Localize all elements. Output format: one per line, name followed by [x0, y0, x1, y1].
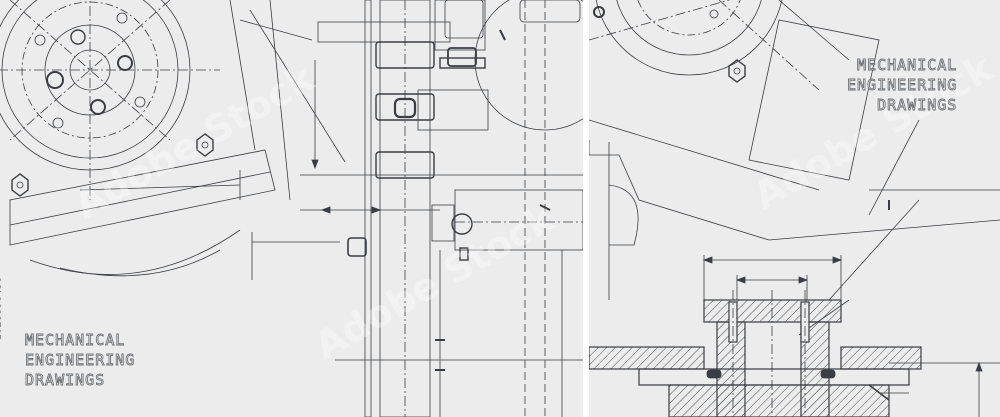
- flange-arc-view: [589, 0, 920, 216]
- caption-line-3: DRAWINGS: [25, 371, 106, 390]
- dimension-lines: [702, 199, 1000, 417]
- caption-line-3: DRAWINGS: [877, 96, 958, 115]
- right-drawing-panel: Adobe Stock: [589, 0, 1000, 417]
- caption-line-1: MECHANICAL: [25, 331, 126, 350]
- caption-line-2: ENGINEERING: [25, 351, 136, 370]
- left-blueprint-drawing: [0, 0, 583, 417]
- panel-divider: [583, 0, 589, 417]
- caption-line-2: ENGINEERING: [847, 76, 958, 95]
- dimension-lines: [251, 60, 440, 280]
- shaft-assembly: [300, 0, 583, 417]
- hatched-cross-section: [589, 290, 922, 417]
- left-drawing-panel: MECHANICAL ENGINEERING DRAWINGS Adobe St…: [0, 0, 583, 417]
- caption-line-1: MECHANICAL: [857, 56, 958, 75]
- right-panel-caption: MECHANICAL ENGINEERING DRAWINGS: [847, 55, 957, 115]
- tilted-base-plate: [9, 0, 346, 277]
- left-panel-caption: MECHANICAL ENGINEERING DRAWINGS: [25, 330, 135, 390]
- flange-assembly: [0, 0, 220, 200]
- stock-image-id: 1028896456: [0, 276, 4, 341]
- housing-outline: [589, 140, 1000, 300]
- right-blueprint-drawing: [589, 0, 1000, 417]
